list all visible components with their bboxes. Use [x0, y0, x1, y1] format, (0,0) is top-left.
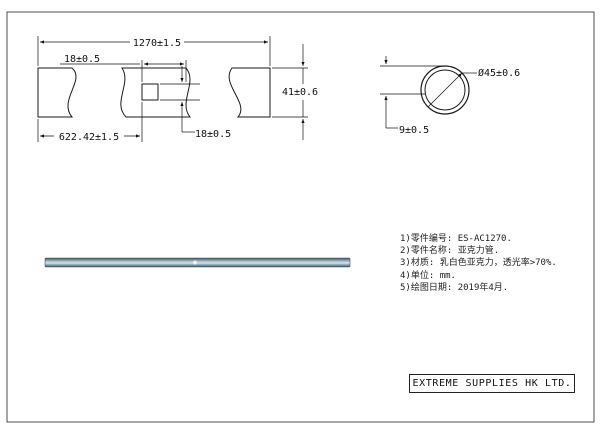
note-item: 3)材质: 乳白色亚克力，透光率>70%.: [400, 258, 557, 269]
dim-bg: [130, 36, 184, 48]
dim-slot-bottom-label: 18±0.5: [195, 129, 231, 140]
tube-section-left: [37, 67, 77, 118]
dim-height: [272, 44, 308, 140]
tube-section-middle: [120, 67, 192, 118]
note-item: 2)零件名称: 亚克力管.: [400, 246, 500, 257]
note-item: 1)零件编号: ES-AC1270.: [400, 234, 512, 244]
dim-bg: [54, 130, 124, 142]
dim-diameter: [427, 72, 477, 108]
tube-section-right: [228, 67, 271, 118]
front-view: [37, 67, 271, 118]
tube-render: [44, 257, 351, 268]
dim-wall: [380, 56, 445, 129]
note-item: 5)绘图日期: 2019年4月.: [400, 282, 509, 293]
dim-slot-bottom: [160, 66, 200, 133]
tube-slot-mark: [193, 260, 197, 265]
dim-slot-left-label: 18±0.5: [64, 54, 100, 65]
sheet-border: [6, 11, 595, 423]
dim-height-label: 41±0.6: [282, 87, 318, 98]
dim-diameter-label: Ø45±0.6: [478, 67, 520, 79]
square-slot: [141, 83, 159, 101]
dim-offset-label: 622.42±1.5: [59, 132, 119, 143]
inner-circle: [424, 69, 466, 111]
notes-block: 1)零件编号: ES-AC1270. 2)零件名称: 亚克力管. 3)材质: 乳…: [400, 233, 557, 294]
dim-wall-label: 9±0.5: [399, 125, 429, 136]
company-title-block: EXTREME SUPPLIES HK LTD.: [409, 374, 575, 393]
dim-slot-left: [60, 60, 187, 82]
note-item: 4)单位: mm.: [400, 270, 456, 281]
dim-overall-length-label: 1270±1.5: [133, 38, 181, 49]
